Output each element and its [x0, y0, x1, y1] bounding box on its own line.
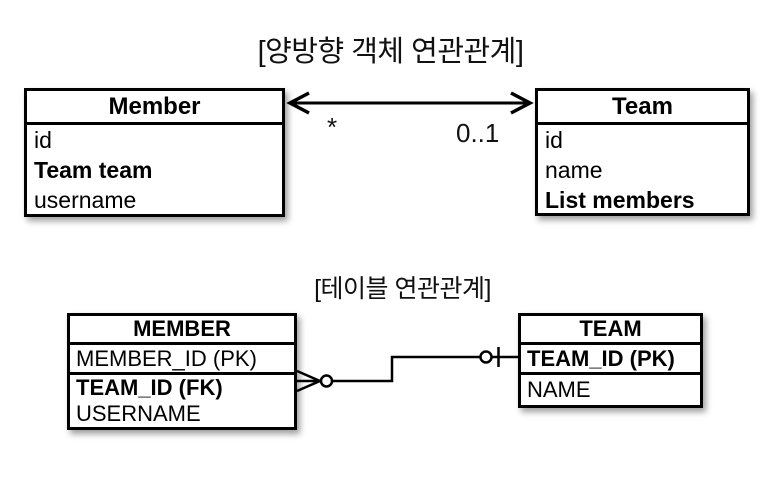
member-table-box: MEMBER MEMBER_ID (PK) TEAM_ID (FK) USERN…	[67, 313, 297, 430]
member-class-box: Member id Team team username	[24, 88, 285, 217]
member-class-title: Member	[27, 91, 282, 125]
member-table-title: MEMBER	[70, 316, 294, 345]
team-table-name-row: NAME	[527, 377, 591, 402]
multiplicity-zero-one-label: 0..1	[456, 118, 500, 148]
member-field-username: username	[34, 187, 137, 213]
table-diagram-title: [테이블 연관관계]	[314, 275, 491, 303]
object-diagram-title: [양방향 객체 연관관계]	[257, 36, 524, 68]
relationship-elbow-line	[332, 355, 480, 383]
optional-circle-right-icon	[479, 350, 493, 364]
member-table-username-row: USERNAME	[76, 401, 201, 426]
member-class-fields: id Team team username	[27, 125, 282, 215]
team-table-pk-row: TEAM_ID (PK)	[521, 345, 700, 375]
member-table-fk-row: TEAM_ID (FK)	[76, 375, 223, 400]
arrowhead-left-icon	[286, 91, 310, 115]
member-field-id: id	[34, 127, 52, 153]
member-table-pk-row: MEMBER_ID (PK)	[70, 345, 294, 375]
arrowhead-right-icon	[510, 91, 534, 115]
optional-circle-left-icon	[319, 374, 334, 388]
team-table-title: TEAM	[521, 316, 700, 345]
team-field-members: List members	[545, 187, 695, 213]
team-field-name: name	[545, 157, 603, 183]
team-class-box: Team id name List members	[535, 88, 750, 216]
member-table-compartment: TEAM_ID (FK) USERNAME	[70, 375, 294, 427]
member-field-team: Team team	[34, 157, 153, 183]
team-table-box: TEAM TEAM_ID (PK) NAME	[518, 313, 703, 408]
bidirectional-arrow-icon	[286, 91, 534, 115]
er-relationship-line	[296, 347, 518, 393]
multiplicity-many-label: *	[327, 112, 338, 142]
team-class-fields: id name List members	[538, 125, 747, 215]
team-field-id: id	[545, 127, 563, 153]
crows-foot-many-icon	[296, 369, 321, 393]
team-class-title: Team	[538, 91, 747, 125]
